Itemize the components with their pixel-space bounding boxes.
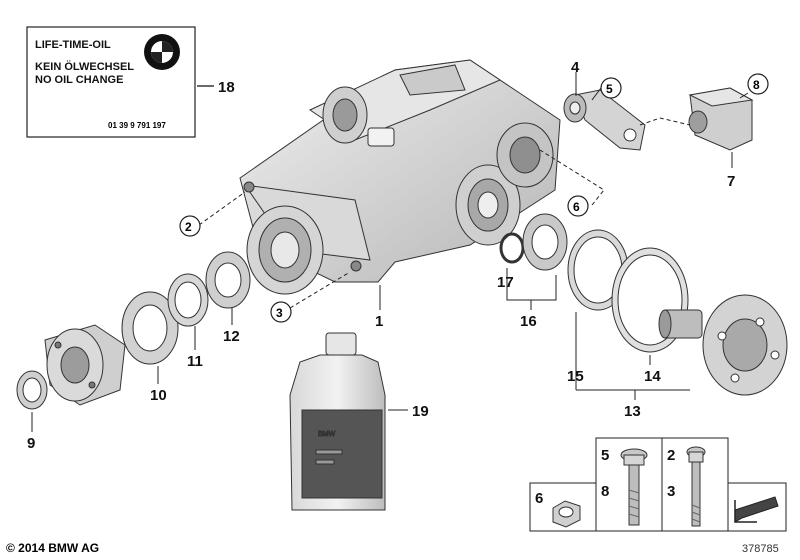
callout-11: 11 [187,353,203,370]
callout-19: 19 [412,403,429,420]
diagram-id: 378785 [742,543,779,555]
callout-7: 7 [727,173,735,190]
hw-label-5: 5 [601,447,609,464]
leader-lines [31,72,749,432]
bolt-2-icon [686,446,706,527]
differential-housing [239,59,561,283]
copyright: © 2014 BMW AG [6,541,99,555]
hw-label-3: 3 [667,483,675,500]
callout-12: 12 [223,328,240,345]
hw-label-6: 6 [535,490,543,507]
bmw-logo-icon [144,34,180,70]
callout-14: 14 [644,368,661,385]
label-line-2: KEIN ÖLWECHSEL [35,60,134,73]
hw-label-2: 2 [667,447,675,464]
bolt-5-icon [620,448,648,526]
arrow-icon [734,496,779,523]
callout-9: 9 [27,435,35,452]
label-line-1: LIFE-TIME-OIL [35,39,111,51]
shaft-seal-16 [522,213,568,271]
callout-16: 16 [520,313,537,330]
rear-mount-bracket [563,89,646,151]
seal-ring-10 [121,291,179,365]
shaft-seal-12 [205,251,251,309]
callout-17: 17 [497,274,514,291]
callout-15: 15 [567,368,584,385]
label-line-3: NO OIL CHANGE [35,74,123,86]
drive-flange [44,324,126,406]
callout-13: 13 [624,403,641,420]
oil-bottle: BMW [289,332,386,511]
seal-ring-11 [167,273,209,327]
callout-6: 6 [573,200,580,214]
callout-8: 8 [753,78,760,92]
oil-label-card: LIFE-TIME-OIL KEIN ÖLWECHSEL NO OIL CHAN… [26,26,214,138]
callout-18: 18 [218,79,235,96]
callout-labels: 18 2 3 1 4 5 8 7 6 9 10 11 12 17 16 15 1… [27,59,769,452]
callout-4: 4 [571,59,580,76]
callout-1: 1 [375,313,383,330]
callout-5: 5 [606,82,613,96]
bottle-brand: BMW [318,431,336,438]
nut-icon [552,500,581,528]
hw-label-8: 8 [601,483,609,500]
callout-3: 3 [276,306,283,320]
output-shaft-13 [658,294,788,396]
label-part-number: 01 39 9 791 197 [108,121,166,130]
output-flange-9 [16,370,48,410]
rubber-mount [688,87,754,151]
input-flange-seal [246,205,324,295]
callout-10: 10 [150,387,167,404]
circlip-17 [499,232,525,264]
hardware-labels: 5 8 2 3 6 [535,447,675,507]
callout-2: 2 [185,220,192,234]
